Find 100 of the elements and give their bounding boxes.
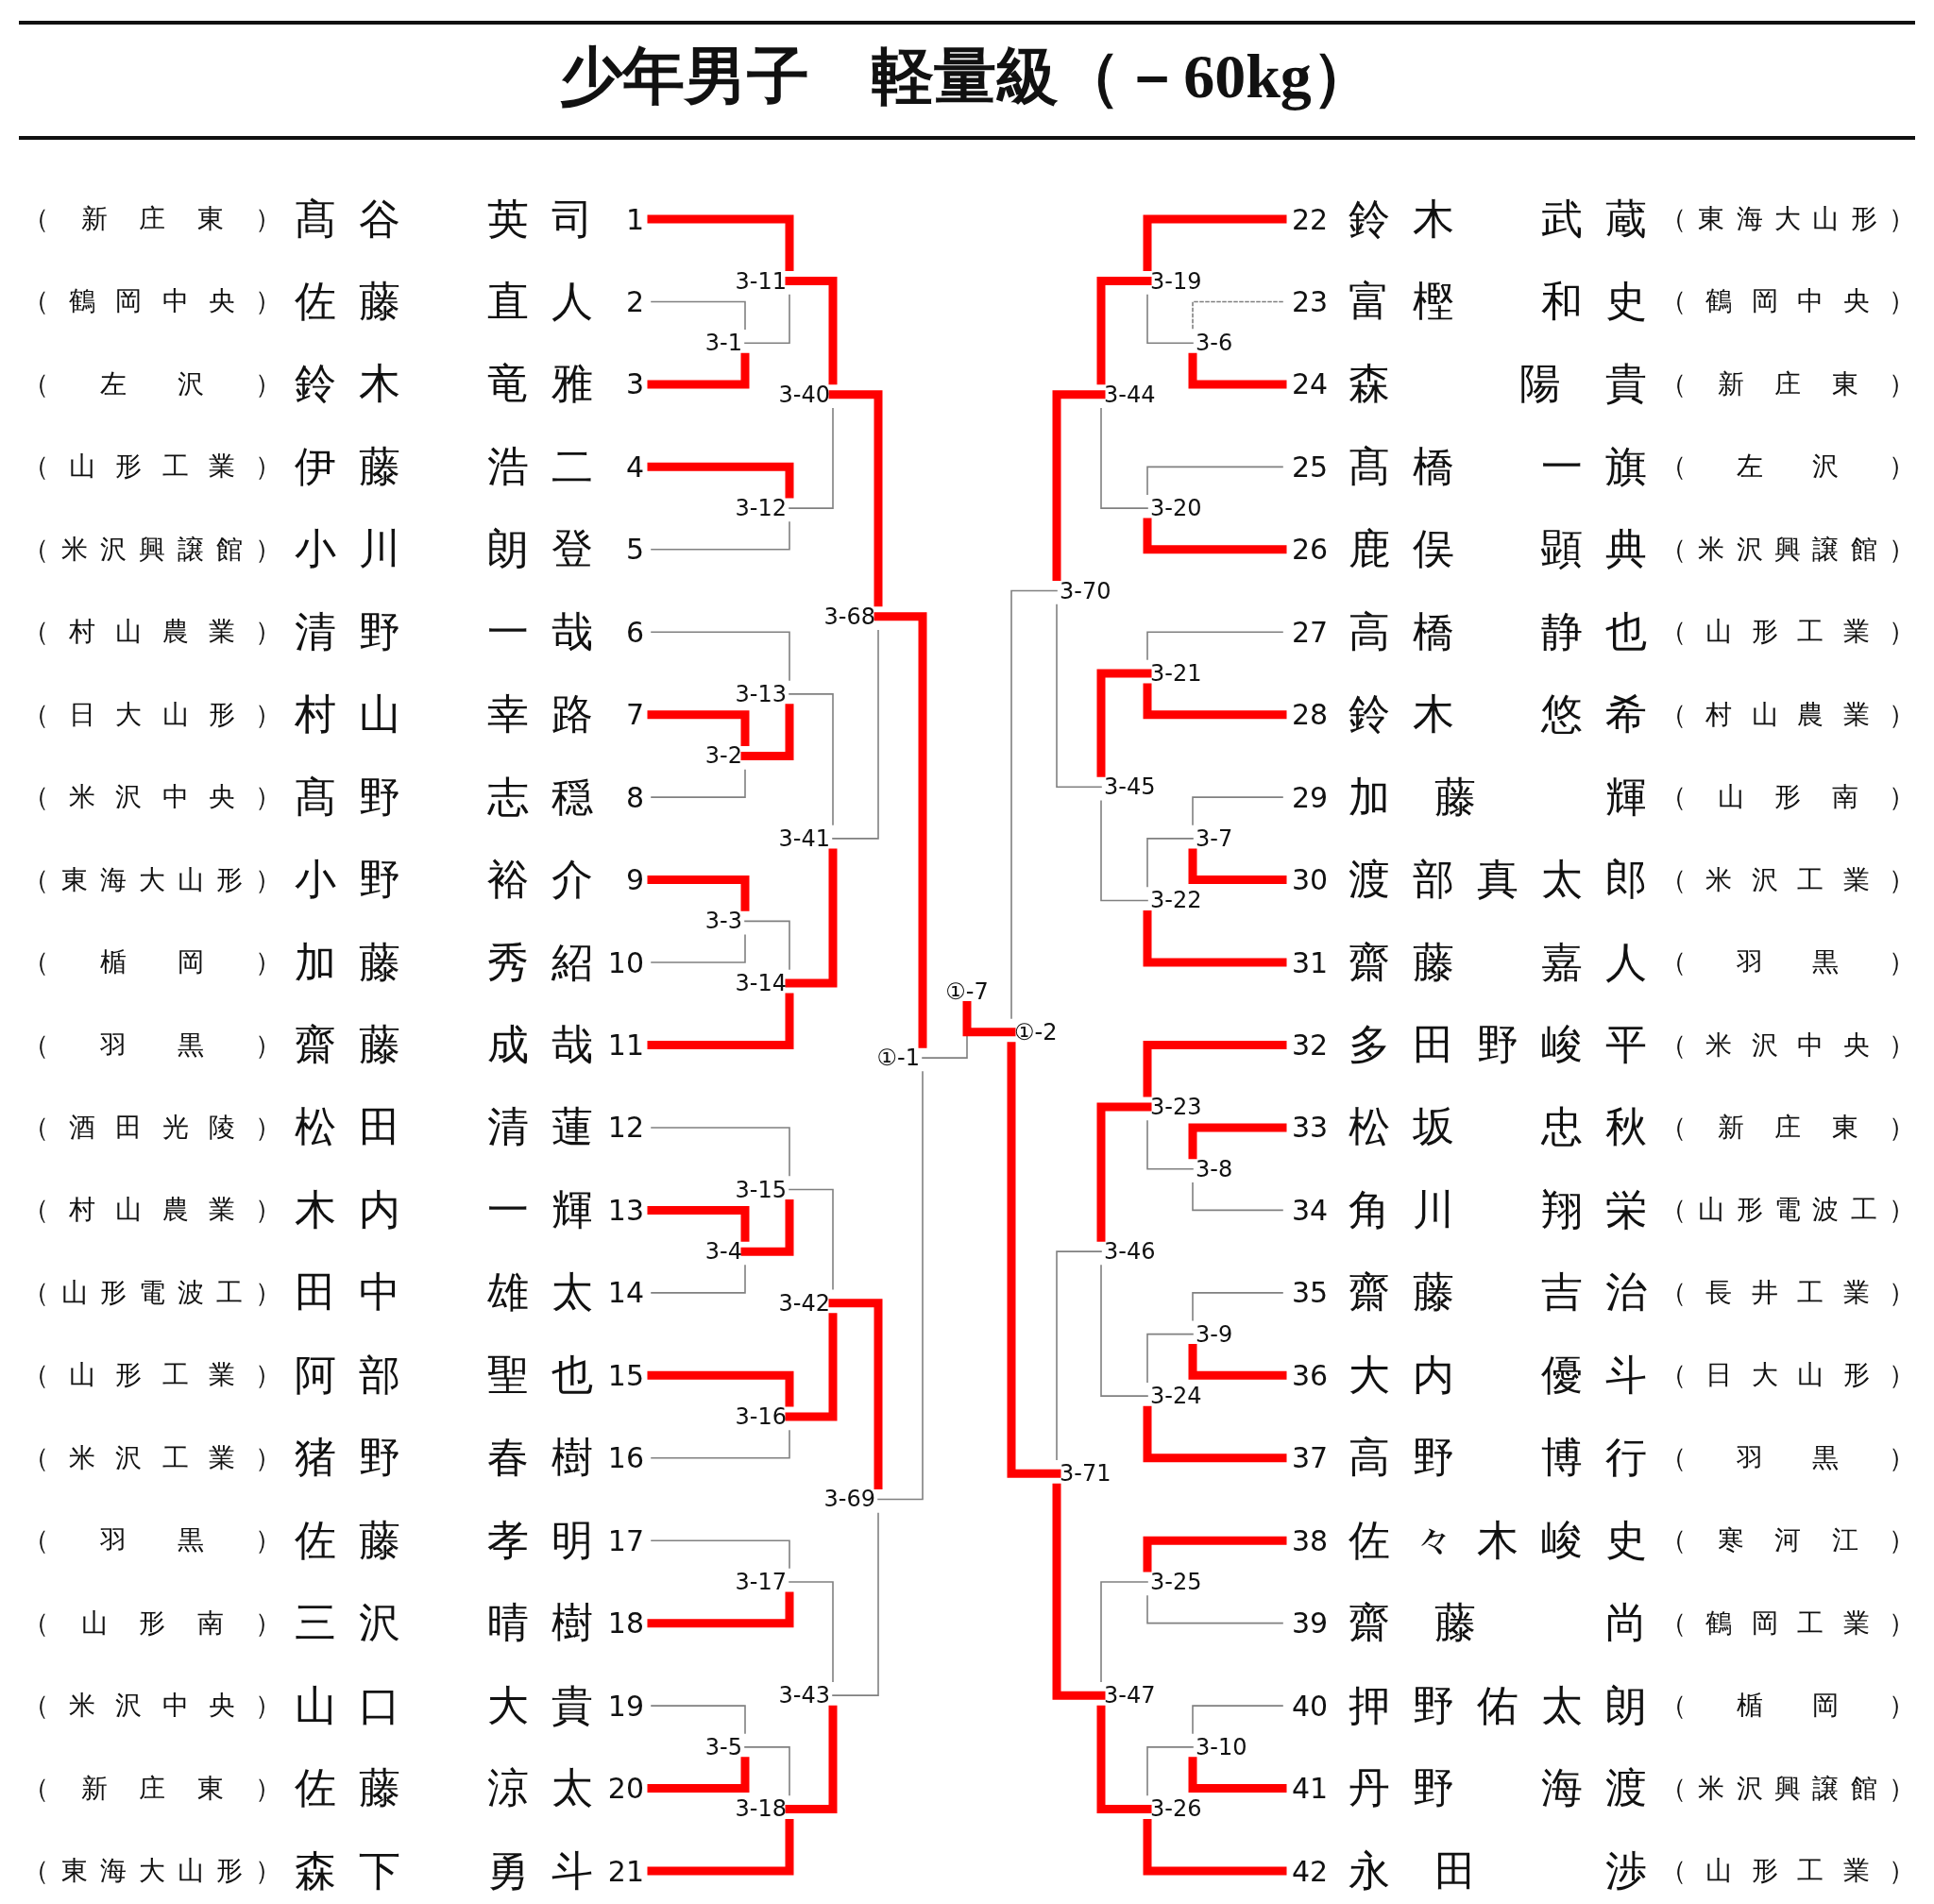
school-name: （山形南） <box>23 1606 281 1640</box>
player-name: 森 陽貴 <box>1349 360 1647 410</box>
player-name: 高橋 静也 <box>1349 607 1647 657</box>
match-number: 3-19 <box>1147 266 1205 296</box>
school-name: （米沢中央） <box>23 1690 281 1723</box>
player-name: 角川 翔栄 <box>1349 1185 1647 1235</box>
match-number: 3-1 <box>702 329 745 358</box>
bracket-line <box>1188 352 1287 389</box>
entry-number: 3 <box>625 367 645 401</box>
player-name: 鈴木 悠希 <box>1349 690 1647 740</box>
title: 少年男子 軽量級（－60kg） <box>560 41 1374 112</box>
bracket-line <box>1188 1344 1287 1380</box>
bracket-line <box>1143 910 1287 967</box>
bracket-line <box>1146 1595 1283 1624</box>
match-number: 3-43 <box>775 1681 833 1710</box>
bracket-line <box>785 848 838 988</box>
match-number: 3-23 <box>1147 1093 1205 1122</box>
bracket-line <box>651 300 746 330</box>
school-name: （米沢興譲館） <box>23 533 281 566</box>
match-number: 3-24 <box>1147 1382 1205 1411</box>
match-number: 3-9 <box>1193 1319 1236 1349</box>
player-name: 齋藤 嘉人 <box>1349 938 1647 988</box>
entry-number: 22 <box>1291 202 1330 236</box>
entry-number: 34 <box>1291 1193 1330 1227</box>
entry-number: 21 <box>607 1854 645 1888</box>
match-number: 3-17 <box>732 1567 789 1596</box>
player-name: 押野佑太朗 <box>1349 1681 1647 1731</box>
bracket-line <box>647 214 794 272</box>
match-number: 3-3 <box>702 907 745 936</box>
player-name: 丹野 海渡 <box>1349 1764 1647 1814</box>
school-name: （羽黒） <box>23 1028 281 1062</box>
school-name: （村山農業） <box>23 616 281 649</box>
bracket-line <box>789 693 834 825</box>
school-name: （山形電波工） <box>23 1276 281 1309</box>
player-name: 髙橋 一旗 <box>1349 442 1647 492</box>
entry-number: 32 <box>1291 1028 1330 1062</box>
school-name: （鶴岡中央） <box>23 285 281 318</box>
school-name: （山形南） <box>1660 781 1915 814</box>
player-name: 佐々木峻史 <box>1349 1516 1647 1566</box>
bracket-line <box>651 1127 790 1177</box>
match-number: ①-2 <box>1011 1017 1060 1046</box>
player-name: 加藤 輝 <box>1349 773 1647 823</box>
player-name: 田中 雄太 <box>295 1268 593 1318</box>
school-name: （米沢工業） <box>1660 863 1915 896</box>
school-name: （新庄東） <box>1660 367 1915 400</box>
school-name: （日大山形） <box>1660 1359 1915 1392</box>
school-name: （米沢興譲館） <box>1660 1772 1915 1805</box>
entry-number: 8 <box>625 780 645 814</box>
player-name: 松坂 忠秋 <box>1349 1103 1647 1153</box>
player-name: 三沢 晴樹 <box>295 1599 593 1649</box>
bracket-line <box>785 1313 838 1421</box>
player-name: 多田野峻平 <box>1349 1021 1647 1070</box>
entry-number: 13 <box>607 1193 645 1227</box>
school-name: （長井工業） <box>1660 1276 1915 1309</box>
player-name: 鈴木 竜雅 <box>295 360 593 410</box>
school-name: （鶴岡中央） <box>1660 285 1915 318</box>
entry-number: 39 <box>1291 1606 1330 1640</box>
entry-number: 36 <box>1291 1358 1330 1392</box>
bracket-line <box>1143 1405 1287 1463</box>
bracket-line <box>647 993 794 1049</box>
bracket-line <box>1192 1182 1283 1212</box>
school-name: （新庄東） <box>23 1772 281 1805</box>
entry-number: 42 <box>1291 1854 1330 1888</box>
entry-number: 24 <box>1291 367 1330 401</box>
match-number: ①-7 <box>942 977 992 1006</box>
bracket-line <box>1146 1333 1194 1383</box>
match-number: 3-40 <box>775 380 833 409</box>
match-number: 3-46 <box>1101 1237 1159 1266</box>
entry-number: 17 <box>607 1523 645 1557</box>
match-number: 3-26 <box>1147 1794 1205 1824</box>
entry-number: 41 <box>1291 1772 1330 1806</box>
bracket-line <box>789 1581 834 1682</box>
player-name: 佐藤 直人 <box>295 277 593 327</box>
bracket-line <box>1192 1705 1283 1734</box>
school-name: （米沢中央） <box>1660 1028 1915 1062</box>
match-number: 3-22 <box>1147 886 1205 915</box>
match-number: 3-12 <box>732 494 789 523</box>
bracket-line <box>1100 1581 1148 1682</box>
entry-number: 7 <box>625 698 645 732</box>
bracket-line <box>1096 1102 1152 1242</box>
entry-number: 9 <box>625 863 645 897</box>
school-name: （東海大山形） <box>1660 203 1915 235</box>
school-name: （米沢興譲館） <box>1660 533 1915 566</box>
school-name: （羽黒） <box>23 1524 281 1557</box>
player-name: 齋藤 尚 <box>1349 1599 1647 1649</box>
match-number: 3-44 <box>1101 380 1159 409</box>
school-name: （村山農業） <box>23 1194 281 1227</box>
entry-number: 40 <box>1291 1689 1330 1723</box>
match-number: 3-15 <box>732 1175 789 1204</box>
bracket-line <box>651 1539 790 1569</box>
match-number: 3-69 <box>821 1485 878 1514</box>
player-name: 齋藤 成哉 <box>295 1021 593 1070</box>
school-name: （山形工業） <box>23 1359 281 1392</box>
player-name: 加藤 秀紹 <box>295 938 593 988</box>
school-name: （新庄東） <box>23 203 281 235</box>
entry-number: 20 <box>607 1772 645 1806</box>
bracket-line <box>1146 838 1194 888</box>
player-name: 大内 優斗 <box>1349 1351 1647 1401</box>
bracket-line <box>744 294 790 344</box>
bracket-line <box>1100 1265 1148 1397</box>
